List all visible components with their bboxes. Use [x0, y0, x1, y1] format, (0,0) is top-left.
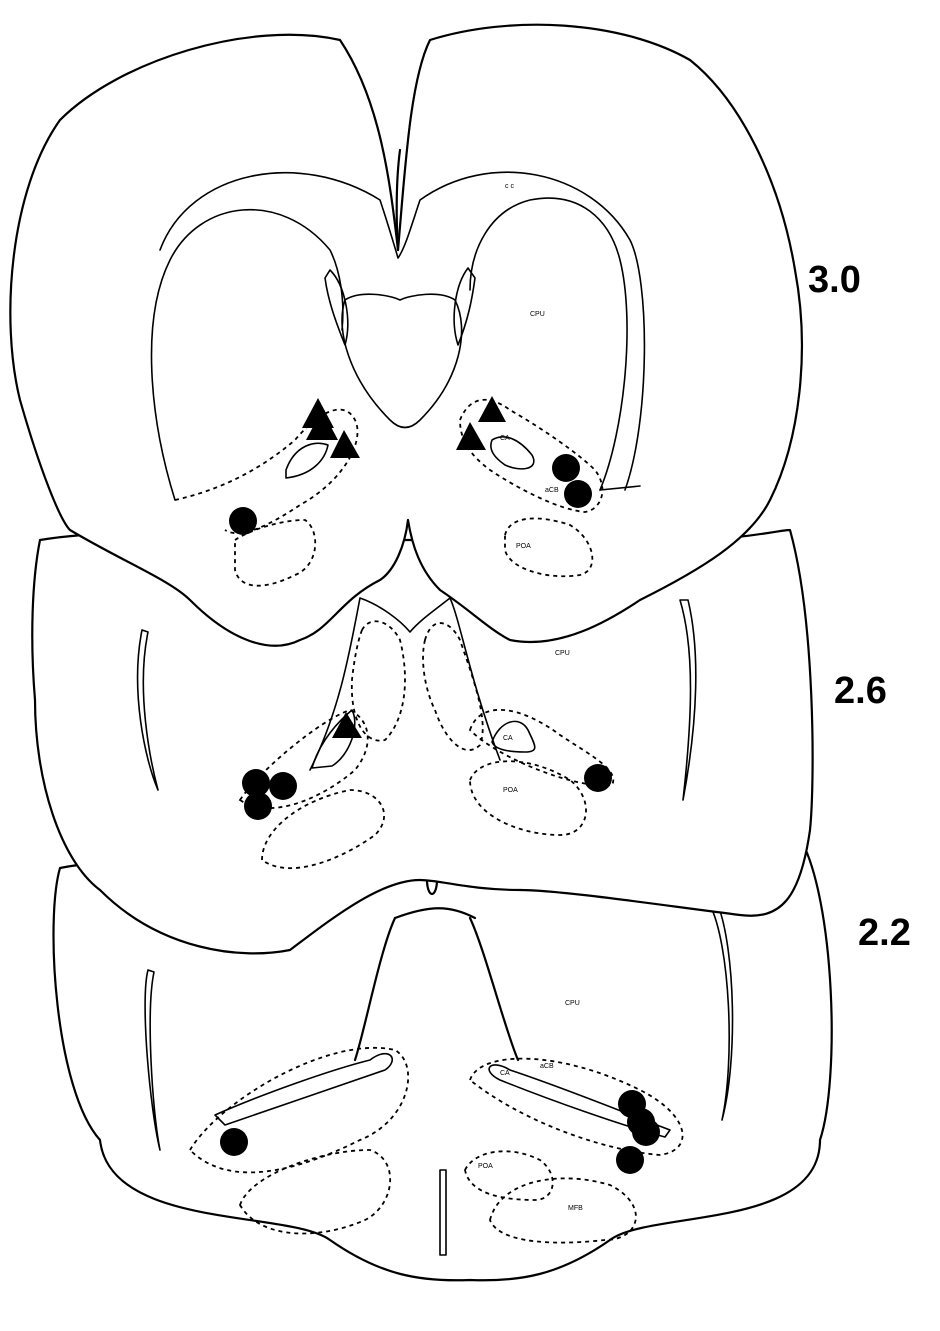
marker-circle: [584, 764, 612, 792]
marker-circle: [269, 772, 297, 800]
label-2-2-poa: POA: [478, 1163, 493, 1170]
label-3-0-acb: aCB: [545, 487, 559, 494]
level-label-3-0: 3.0: [808, 259, 861, 301]
marker-circle: [552, 454, 580, 482]
label-2-6-ca: CA: [503, 735, 513, 742]
label-3-0-cpu: CPU: [530, 311, 545, 318]
marker-circle: [220, 1128, 248, 1156]
label-2-2-cpu: CPU: [565, 1000, 580, 1007]
label-3-0-cc: c c: [505, 183, 514, 190]
marker-circle: [244, 792, 272, 820]
label-3-0-ca: CA: [500, 435, 510, 442]
label-2-6-poa: POA: [503, 787, 518, 794]
label-2-6-cpu: CPU: [555, 650, 570, 657]
marker-circle: [616, 1146, 644, 1174]
level-label-2-2: 2.2: [858, 912, 911, 954]
label-2-2-ca: CA: [500, 1070, 510, 1077]
label-2-2-acb: aCB: [540, 1063, 554, 1070]
level-label-2-6: 2.6: [834, 670, 887, 712]
marker-circle: [229, 507, 257, 535]
label-3-0-poa: POA: [516, 543, 531, 550]
marker-circle: [564, 480, 592, 508]
marker-circle: [632, 1118, 660, 1146]
label-2-2-mfb: MFB: [568, 1205, 583, 1212]
